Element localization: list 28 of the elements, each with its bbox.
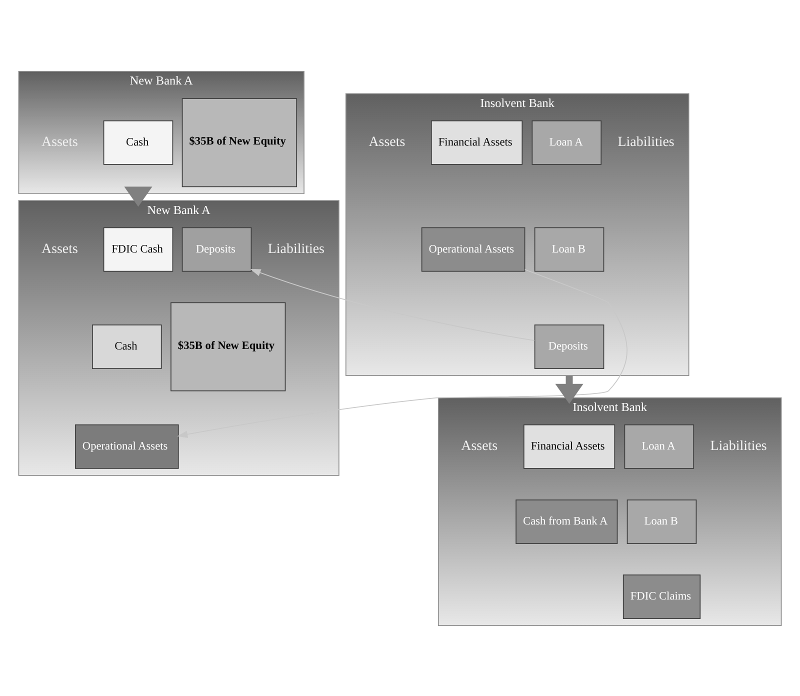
label: Assets (461, 438, 498, 454)
label: Assets (41, 134, 78, 150)
arrow (250, 268, 536, 341)
node-box: Loan B (626, 498, 697, 544)
node-box: Cash (92, 324, 162, 368)
label: Liabilities (618, 134, 674, 150)
node-box: Operational Assets (421, 226, 526, 272)
node-box: Cash (103, 120, 174, 164)
node-box: Loan B (534, 226, 604, 272)
label: Assets (41, 241, 78, 256)
label: Liabilities (710, 438, 767, 454)
node-box: Operational Assets (74, 424, 179, 468)
node-box: $35B of New Equity (170, 302, 286, 391)
node-box: Deposits (534, 324, 604, 368)
label: Assets (368, 134, 406, 150)
node-box: Financial Assets (430, 120, 523, 164)
node-box: Cash from Bank A (516, 498, 618, 544)
label: Liabilities (268, 241, 324, 256)
node-box: FDIC Cash (103, 226, 174, 272)
arrow (124, 186, 152, 206)
arrow (177, 268, 628, 438)
node-box: Loan A (532, 120, 602, 164)
arrow (555, 375, 584, 404)
node-box: Deposits (182, 226, 252, 272)
node-box: FDIC Claims (622, 574, 701, 618)
node-box: Loan A (624, 424, 694, 468)
node-box: Financial Assets (523, 424, 616, 468)
node-box: $35B of New Equity (182, 98, 298, 187)
